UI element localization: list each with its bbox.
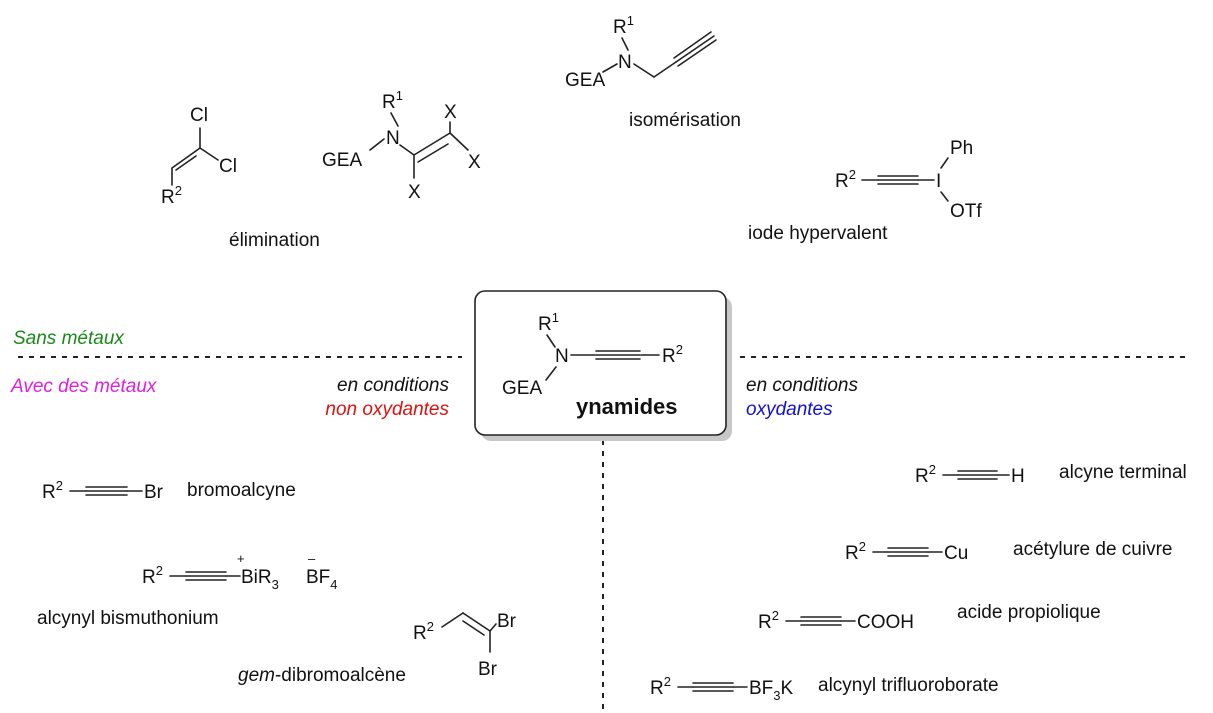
svg-text:R2: R2 xyxy=(413,619,434,644)
svg-text:BF3K: BF3K xyxy=(749,678,794,703)
acetylure-label: acétylure de cuivre xyxy=(1013,539,1172,560)
n-label: N xyxy=(555,346,569,367)
propiolique-label: acide propiolique xyxy=(957,602,1101,623)
alcyne-terminal-label: alcyne terminal xyxy=(1059,462,1187,483)
svg-text:Cu: Cu xyxy=(944,543,968,564)
gem-dibromoalcene-label: gem-dibromoalcène xyxy=(238,665,406,686)
hypervalent-iodine-structure: R2 I Ph OTf xyxy=(835,138,982,222)
svg-text:R2: R2 xyxy=(758,608,779,633)
svg-text:BiR3: BiR3 xyxy=(241,567,279,592)
iode-hypervalent-label: iode hypervalent xyxy=(748,223,888,244)
svg-text:–: – xyxy=(308,551,316,566)
svg-text:Br: Br xyxy=(497,611,517,632)
svg-text:X: X xyxy=(444,102,457,123)
dichloroalkene-structure: Cl Cl R2 xyxy=(161,105,237,208)
bismuthonium-structure: R2 + BiR3 – BF4 xyxy=(142,551,338,592)
svg-text:X: X xyxy=(468,152,481,173)
avec-metaux-label: Avec des métaux xyxy=(10,376,158,397)
sans-metaux-label: Sans métaux xyxy=(13,328,125,349)
svg-text:I: I xyxy=(936,171,941,192)
svg-text:N: N xyxy=(618,52,632,73)
svg-text:OTf: OTf xyxy=(950,201,982,222)
svg-text:COOH: COOH xyxy=(857,612,914,633)
dibromoalkene-structure: R2 Br Br xyxy=(413,611,517,680)
svg-text:R2: R2 xyxy=(142,563,163,588)
ynamide-box: R1 N GEA R2 ynamides xyxy=(474,290,732,441)
svg-text:R2: R2 xyxy=(835,167,856,192)
svg-text:R1: R1 xyxy=(613,13,634,38)
svg-text:R2: R2 xyxy=(42,478,63,503)
svg-text:R2: R2 xyxy=(650,674,671,699)
svg-text:Br: Br xyxy=(478,659,498,680)
cond-right-line1: en conditions xyxy=(746,375,858,396)
svg-text:R2: R2 xyxy=(161,183,182,208)
copper-acetylide-structure: R2 Cu xyxy=(845,539,968,564)
isomerisation-label: isomérisation xyxy=(629,110,741,131)
svg-text:Cl: Cl xyxy=(190,105,208,126)
svg-text:R2: R2 xyxy=(915,462,936,487)
cond-left-line1: en conditions xyxy=(337,375,449,396)
gea-label: GEA xyxy=(502,378,542,399)
svg-text:R2: R2 xyxy=(845,539,866,564)
elimination-label: élimination xyxy=(229,230,320,251)
propiolic-acid-structure: R2 COOH xyxy=(758,608,914,633)
svg-text:BF4: BF4 xyxy=(306,567,338,592)
ynamides-title: ynamides xyxy=(576,394,678,419)
trifluoroborate-structure: R2 BF3K xyxy=(650,674,794,703)
non-oxydantes-label: non oxydantes xyxy=(325,399,449,420)
svg-text:+: + xyxy=(237,551,245,566)
svg-text:Br: Br xyxy=(144,482,164,503)
bromoalkyne-structure: R2 Br xyxy=(42,478,164,503)
r1-label: R1 xyxy=(538,310,559,335)
trifluoroborate-label: alcynyl trifluoroborate xyxy=(818,675,999,696)
propargylamide-structure: R1 N GEA xyxy=(565,13,717,91)
svg-text:N: N xyxy=(386,128,400,149)
svg-text:H: H xyxy=(1011,466,1025,487)
terminal-alkyne-structure: R2 H xyxy=(915,462,1025,487)
r2-label: R2 xyxy=(662,342,683,367)
svg-text:Ph: Ph xyxy=(950,138,973,159)
oxydantes-label: oxydantes xyxy=(746,399,833,420)
svg-text:X: X xyxy=(408,182,421,203)
bismuthonium-label: alcynyl bismuthonium xyxy=(37,608,219,629)
bromoalcyne-label: bromoalcyne xyxy=(187,480,296,501)
svg-text:GEA: GEA xyxy=(322,150,362,171)
svg-text:Cl: Cl xyxy=(219,156,237,177)
svg-text:R1: R1 xyxy=(382,88,403,113)
svg-text:GEA: GEA xyxy=(565,70,605,91)
haloenamide-structure: R1 N GEA X X X xyxy=(322,88,481,203)
